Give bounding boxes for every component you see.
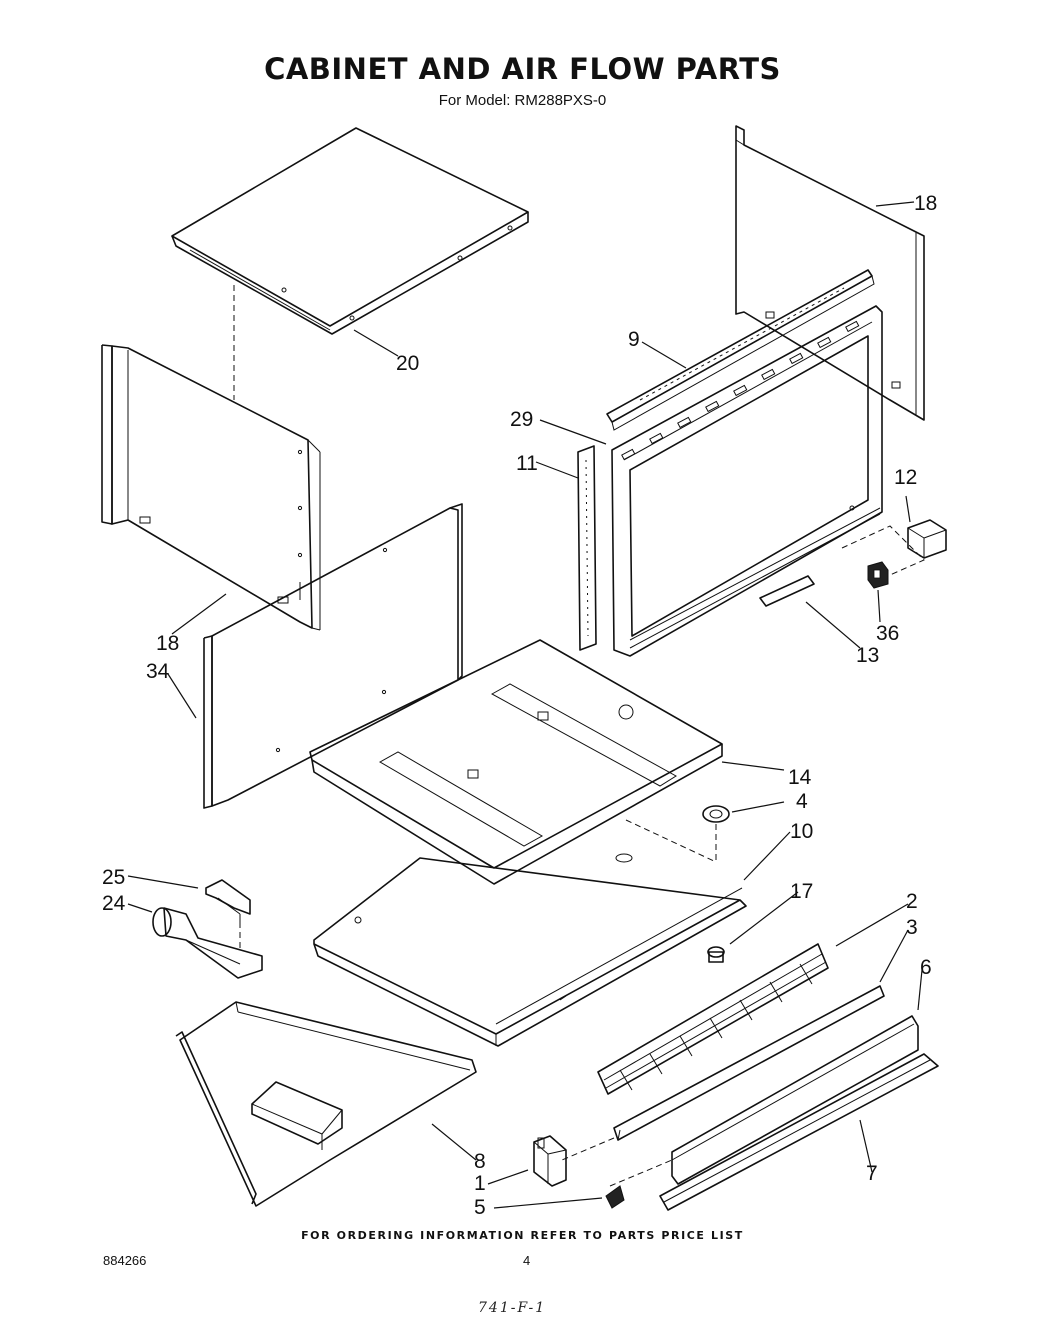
part-18-right-side-panel xyxy=(735,125,925,421)
part-13-nameplate xyxy=(759,575,815,607)
part-5-cap xyxy=(605,1185,625,1209)
handwritten-code: 741-F-1 xyxy=(478,1300,547,1316)
callout-14: 14 xyxy=(788,766,812,789)
frame-slots xyxy=(621,320,860,461)
part-6-strip xyxy=(671,1015,919,1185)
part-14-base-pan xyxy=(309,639,723,885)
callout-34: 34 xyxy=(146,660,170,683)
callout-20: 20 xyxy=(396,352,419,375)
part-7-trim-strip xyxy=(659,1053,939,1211)
part-18-left-side-panel xyxy=(101,344,321,631)
callout-7: 7 xyxy=(866,1162,878,1185)
page-title: CABINET AND AIR FLOW PARTS xyxy=(264,52,781,86)
callout-18-left: 18 xyxy=(156,632,179,655)
part-24-duct xyxy=(152,907,263,979)
callout-4: 4 xyxy=(796,790,808,813)
callout-36: 36 xyxy=(876,622,899,645)
callout-29: 29 xyxy=(510,408,533,431)
page-number: 4 xyxy=(523,1253,531,1268)
callout-6: 6 xyxy=(920,956,932,979)
model-subtitle: For Model: RM288PXS-0 xyxy=(438,92,607,109)
callout-10: 10 xyxy=(790,820,813,843)
part-34-back-panel xyxy=(203,503,463,809)
callout-12: 12 xyxy=(894,466,917,489)
leader-lines xyxy=(127,201,923,1209)
part-9-breaker-strip xyxy=(606,269,875,431)
part-2-grille-mesh xyxy=(597,943,829,1095)
part-36-switch xyxy=(867,561,889,589)
part-1-bracket xyxy=(533,1135,567,1187)
part-8-air-baffle xyxy=(175,1001,477,1207)
alignment-line xyxy=(561,1137,615,1161)
callout-25: 25 xyxy=(102,866,125,889)
part-17-foot xyxy=(707,946,725,963)
alignment-line xyxy=(625,819,717,863)
part-3-rail xyxy=(613,985,885,1141)
ordering-note: FOR ORDERING INFORMATION REFER TO PARTS … xyxy=(301,1229,744,1242)
callout-11: 11 xyxy=(516,452,538,475)
callout-5: 5 xyxy=(474,1196,486,1219)
alignment-line xyxy=(609,1159,673,1187)
callout-17: 17 xyxy=(790,880,813,903)
part-4-grommet xyxy=(702,805,730,823)
document-number: 884266 xyxy=(103,1253,147,1268)
callout-8: 8 xyxy=(474,1150,486,1173)
callout-1: 1 xyxy=(474,1172,486,1195)
callout-9: 9 xyxy=(628,328,640,351)
part-25-bracket xyxy=(205,879,251,922)
part-10-lower-base xyxy=(313,857,747,1047)
drain-hole xyxy=(615,853,633,863)
part-12-clip xyxy=(907,519,947,559)
callout-13: 13 xyxy=(856,644,879,667)
callout-18-right: 18 xyxy=(914,192,937,215)
part-29-front-frame xyxy=(611,305,883,657)
callout-2: 2 xyxy=(906,890,918,913)
callout-24: 24 xyxy=(102,892,126,915)
part-11-vertical-trim xyxy=(577,445,597,651)
callout-3: 3 xyxy=(906,916,918,939)
part-20-top-panel xyxy=(171,127,529,335)
